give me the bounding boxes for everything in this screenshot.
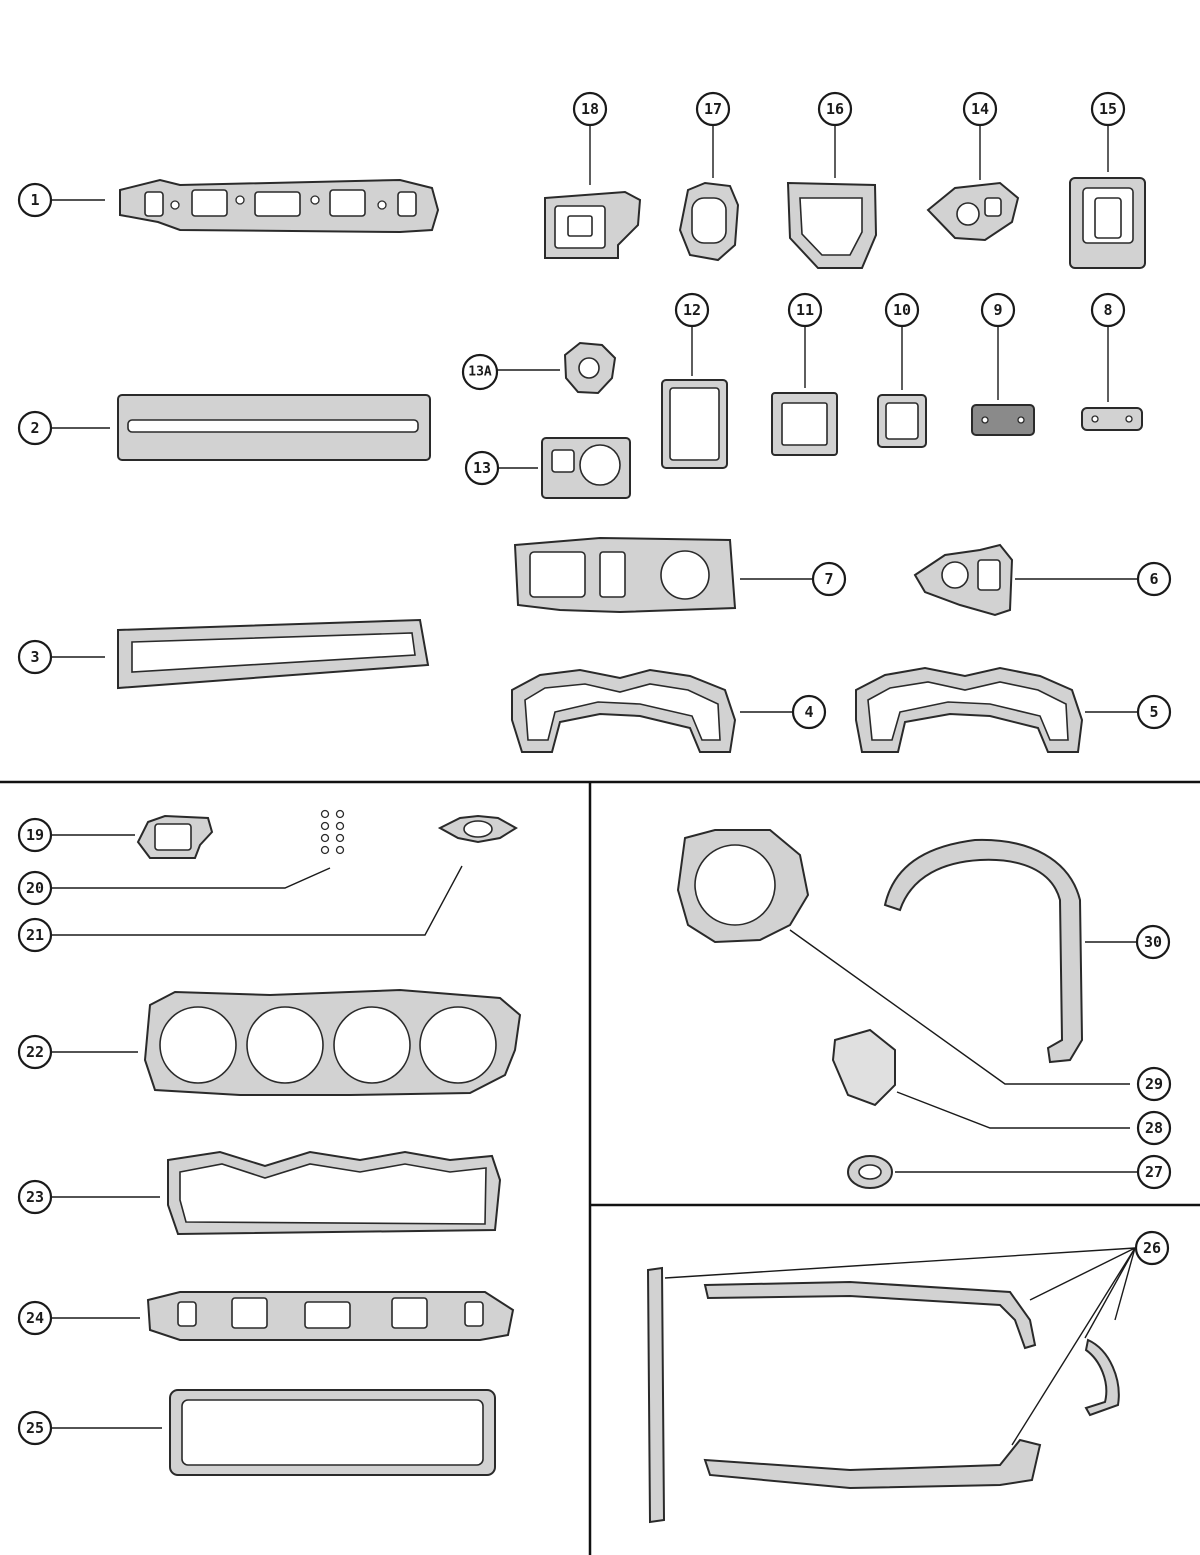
- callout-22: 22: [17, 1034, 53, 1070]
- svg-text:30: 30: [1144, 933, 1162, 951]
- part-25-gasket: [169, 1389, 496, 1476]
- svg-text:15: 15: [1099, 100, 1117, 118]
- callout-24: 24: [17, 1300, 53, 1336]
- svg-text:4: 4: [804, 703, 813, 721]
- callout-3: 3: [17, 639, 53, 675]
- callout-13a: 13A: [461, 353, 499, 391]
- part-18-gasket: [544, 190, 642, 259]
- part-24-gasket: [146, 1291, 515, 1341]
- callout-10: 10: [884, 292, 920, 328]
- svg-text:25: 25: [26, 1419, 44, 1437]
- part-7-gasket: [513, 536, 737, 614]
- svg-text:18: 18: [581, 100, 599, 118]
- callout-30: 30: [1135, 924, 1171, 960]
- part-17-gasket: [678, 181, 740, 262]
- part-12-gasket: [661, 379, 728, 469]
- callout-2: 2: [17, 410, 53, 446]
- callout-13: 13: [464, 450, 500, 486]
- svg-text:7: 7: [824, 570, 833, 588]
- callout-28: 28: [1136, 1110, 1172, 1146]
- svg-text:22: 22: [26, 1043, 44, 1061]
- part-28-gasket: [831, 1028, 896, 1107]
- callout-21: 21: [17, 917, 53, 953]
- svg-text:2: 2: [30, 419, 39, 437]
- part-8-gasket: [1081, 407, 1143, 431]
- part-11-gasket: [771, 392, 838, 456]
- callout-15: 15: [1090, 91, 1126, 127]
- callout-9: 9: [980, 292, 1016, 328]
- svg-text:3: 3: [30, 648, 39, 666]
- part-14-gasket: [926, 181, 1020, 242]
- part-15-gasket: [1069, 177, 1146, 269]
- part-3-gasket: [117, 618, 430, 690]
- part-1-gasket: [119, 178, 440, 234]
- svg-text:5: 5: [1149, 703, 1158, 721]
- svg-text:16: 16: [826, 100, 844, 118]
- svg-text:11: 11: [796, 301, 814, 319]
- part-2-gasket: [117, 394, 431, 461]
- svg-text:1: 1: [30, 191, 39, 209]
- part-4-gasket: [511, 668, 737, 753]
- svg-text:21: 21: [26, 926, 44, 944]
- part-13a-gasket: [563, 341, 617, 395]
- part-29-gasket: [676, 829, 810, 944]
- svg-text:28: 28: [1145, 1119, 1163, 1137]
- svg-text:8: 8: [1103, 301, 1112, 319]
- svg-text:10: 10: [893, 301, 911, 319]
- svg-text:20: 20: [26, 879, 44, 897]
- callout-11: 11: [787, 292, 823, 328]
- part-5-gasket: [855, 666, 1084, 753]
- callout-20: 20: [17, 870, 53, 906]
- part-9-gasket: [971, 404, 1035, 436]
- svg-text:23: 23: [26, 1188, 44, 1206]
- part-27-seal: [847, 1155, 893, 1189]
- callout-7: 7: [811, 561, 847, 597]
- callout-18: 18: [572, 91, 608, 127]
- callout-29: 29: [1136, 1066, 1172, 1102]
- svg-text:26: 26: [1143, 1239, 1161, 1257]
- part-20-seals: [320, 809, 345, 855]
- callout-27: 27: [1136, 1154, 1172, 1190]
- svg-text:14: 14: [971, 100, 989, 118]
- part-10-gasket: [877, 394, 927, 448]
- callout-25: 25: [17, 1410, 53, 1446]
- callout-6: 6: [1136, 561, 1172, 597]
- part-16-gasket: [786, 181, 878, 269]
- callout-16: 16: [817, 91, 853, 127]
- callout-8: 8: [1090, 292, 1126, 328]
- svg-text:9: 9: [993, 301, 1002, 319]
- callout-17: 17: [695, 91, 731, 127]
- callout-14: 14: [962, 91, 998, 127]
- svg-text:24: 24: [26, 1309, 44, 1327]
- callout-19: 19: [17, 817, 53, 853]
- part-22-head-gasket: [143, 988, 522, 1096]
- part-21-gasket: [437, 814, 518, 844]
- svg-text:13: 13: [473, 459, 491, 477]
- svg-text:29: 29: [1145, 1075, 1163, 1093]
- svg-text:27: 27: [1145, 1163, 1163, 1181]
- svg-text:17: 17: [704, 100, 722, 118]
- callout-5: 5: [1136, 694, 1172, 730]
- svg-text:19: 19: [26, 826, 44, 844]
- callout-4: 4: [791, 694, 827, 730]
- svg-text:6: 6: [1149, 570, 1158, 588]
- part-30-gasket: [883, 838, 1084, 1064]
- svg-text:13A: 13A: [468, 365, 492, 380]
- part-19-gasket: [136, 814, 214, 859]
- callout-1: 1: [17, 182, 53, 218]
- callout-23: 23: [17, 1179, 53, 1215]
- callout-26: 26: [1134, 1230, 1170, 1266]
- svg-text:12: 12: [683, 301, 701, 319]
- callout-12: 12: [674, 292, 710, 328]
- part-6-gasket: [913, 543, 1014, 617]
- part-23-gasket: [167, 1150, 502, 1236]
- part-26-oil-pan-gaskets: [646, 1266, 1120, 1524]
- part-13-gasket: [541, 437, 631, 499]
